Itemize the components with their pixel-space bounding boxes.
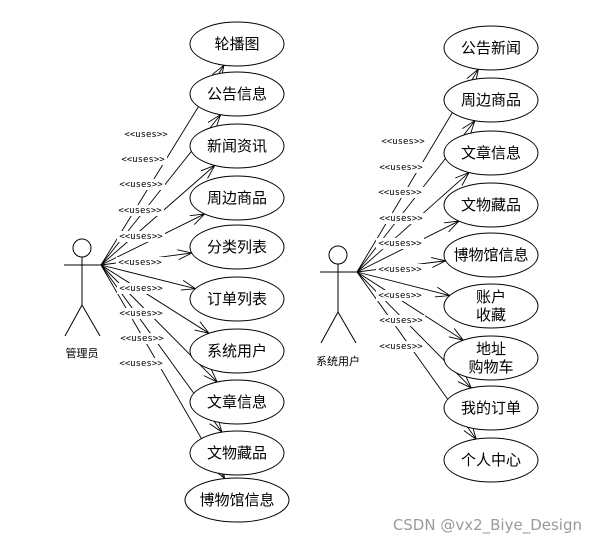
left-uses-label: <<uses>> (120, 334, 164, 344)
uses-labels: <<uses>> <<uses>> <<uses>> <<uses>> <<uses>>… (116, 129, 427, 369)
right-use-case-label: 博物馆信息 (453, 246, 528, 264)
right-uses-label: <<uses>> (378, 188, 422, 198)
right-uses-label: <<uses>> (378, 265, 422, 275)
left-uses-label: <<uses>> (118, 206, 162, 216)
left-use-case-ellipse (189, 21, 285, 67)
left-use-case-label: 文章信息 (207, 393, 267, 411)
right-uses-label-bg (377, 315, 425, 326)
left-uses-label: <<uses>> (119, 309, 163, 319)
right-uses-label: <<uses>> (378, 291, 422, 301)
right-use-case-label: 收藏 (476, 306, 506, 324)
left-uses-label-bg (116, 257, 164, 268)
right-use-case-ellipse (443, 130, 539, 176)
left-use-case-ellipse (189, 224, 285, 270)
right-uses-label-bg (379, 136, 427, 147)
left-use-case-ellipse (189, 71, 285, 117)
right-use-case-label: 文物藏品 (461, 196, 521, 214)
left-use-case-label: 周边商品 (207, 189, 267, 207)
left-uses-label: <<uses>> (119, 232, 163, 242)
right-uses-label: <<uses>> (378, 239, 422, 249)
right-uses-label-bg (377, 213, 425, 224)
left-use-case-label: 博物馆信息 (199, 491, 274, 509)
left-use-case-ellipse (189, 379, 285, 425)
right-uses-label: <<uses>> (379, 316, 423, 326)
left-uses-label: <<uses>> (119, 359, 163, 369)
left-use-case-label: 系统用户 (207, 342, 267, 360)
left-uses-label-bg (118, 333, 166, 344)
left-uses-label-bg (117, 358, 165, 369)
left-use-case-label: 新闻资讯 (207, 137, 267, 155)
left-uses-label-bg (117, 179, 165, 190)
right-use-case-label: 地址 (476, 340, 506, 358)
left-uses-label: <<uses>> (119, 180, 163, 190)
left-use-case-ellipse (189, 123, 285, 169)
left-uses-label-bg (117, 308, 165, 319)
right-uses-label-bg (377, 162, 425, 173)
actor-system-user-leg-right (337, 311, 357, 344)
left-use-case-label: 公告信息 (207, 85, 267, 103)
right-use-case-ellipse (443, 335, 539, 381)
left-uses-label-bg (117, 283, 165, 294)
left-association-line (100, 264, 196, 290)
left-use-case-label: 分类列表 (207, 238, 267, 256)
left-use-case-ellipse (184, 477, 290, 523)
left-use-case-ellipse (189, 430, 285, 476)
right-uses-label-bg (376, 187, 424, 198)
left-use-case-ellipse (189, 175, 285, 221)
right-use-case-ellipse (443, 283, 539, 329)
right-association-line (356, 271, 464, 341)
right-uses-label-bg (377, 341, 425, 352)
left-uses-label-bg (117, 231, 165, 242)
actor-system-user-label: 系统用户 (316, 354, 360, 368)
right-use-case-label: 公告新闻 (461, 39, 521, 57)
right-use-case-label: 我的订单 (461, 399, 521, 417)
left-uses-label-bg (119, 154, 167, 165)
left-use-case-label: 订单列表 (207, 290, 267, 308)
left-use-case-ellipse (189, 276, 285, 322)
left-uses-label: <<uses>> (124, 130, 168, 140)
left-use-case-label: 轮播图 (214, 35, 259, 53)
right-use-case-ellipse (443, 77, 539, 123)
actor-admin-leg-right (81, 304, 101, 337)
left-uses-label: <<uses>> (118, 258, 162, 268)
right-use-case-label: 周边商品 (461, 91, 521, 109)
left-association-line (100, 264, 210, 334)
right-use-case-ellipse (443, 25, 539, 71)
watermark: CSDN @vx2_Biye_Design (393, 516, 582, 535)
right-uses-label: <<uses>> (379, 342, 423, 352)
actor-admin (64, 238, 101, 337)
right-use-case-label: 账户 (476, 288, 506, 306)
left-use-case-ellipse (189, 328, 285, 374)
left-uses-label: <<uses>> (121, 155, 165, 165)
actor-system-user (320, 245, 357, 344)
right-use-case-label: 购物车 (468, 358, 513, 376)
right-use-case-ellipse (443, 182, 539, 228)
right-uses-label: <<uses>> (381, 137, 425, 147)
right-uses-label-bg (376, 290, 424, 301)
left-uses-label-bg (122, 129, 170, 140)
right-uses-label-bg (376, 238, 424, 249)
left-use-case-label: 文物藏品 (207, 444, 267, 462)
left-uses-label-bg (116, 205, 164, 216)
right-use-case-label: 个人中心 (461, 451, 521, 469)
right-uses-label: <<uses>> (379, 163, 423, 173)
right-uses-label-bg (376, 264, 424, 275)
left-uses-label: <<uses>> (119, 284, 163, 294)
right-use-case-ellipse (443, 232, 539, 278)
right-use-case-label: 文章信息 (461, 144, 521, 162)
actor-admin-head (72, 238, 92, 258)
actor-system-user-leg-left (320, 311, 339, 344)
right-uses-label: <<uses>> (379, 214, 423, 224)
use-case-ellipses: 轮播图公告信息新闻资讯周边商品分类列表订单列表系统用户文章信息文物藏品博物馆信息… (184, 21, 539, 523)
right-use-case-ellipse (443, 437, 539, 483)
actor-admin-leg-left (64, 304, 83, 337)
actor-system-user-head (328, 245, 348, 265)
right-use-case-ellipse (443, 385, 539, 431)
actor-admin-label: 管理员 (66, 346, 99, 360)
left-arrowhead (189, 213, 206, 225)
right-association-line (356, 271, 450, 296)
